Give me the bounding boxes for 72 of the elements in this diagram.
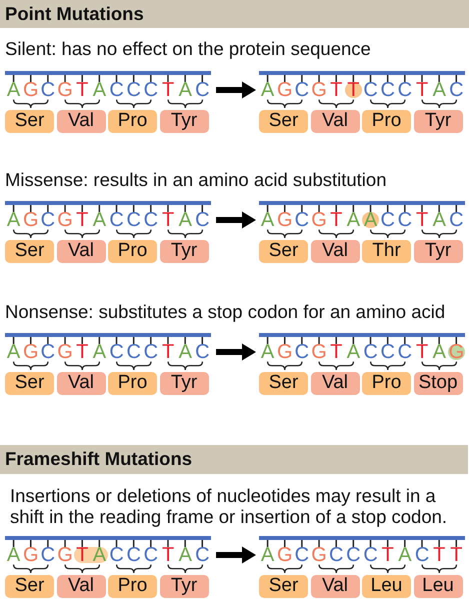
- codon-text: TAC: [414, 212, 465, 228]
- codon-text: CCC: [108, 547, 160, 564]
- amino-acid-box: Pro: [108, 372, 158, 395]
- codon-text: GCC: [310, 547, 362, 564]
- amino-acid-box: Val: [56, 110, 106, 133]
- codon-text: GTA: [56, 212, 108, 228]
- amino-acid-box: Ser: [259, 240, 308, 263]
- codon-text: CCC: [362, 344, 414, 360]
- codon-text: TAC: [160, 212, 211, 228]
- arrow: [216, 82, 256, 98]
- amino-acid-box: Val: [310, 110, 360, 133]
- codon-text: AGC: [6, 344, 56, 360]
- amino-acid-box: Leu: [414, 575, 463, 598]
- codon-text: CCC: [108, 82, 160, 98]
- amino-acid-box: Leu: [362, 575, 412, 598]
- amino-acid-box: Tyr: [160, 110, 209, 133]
- codon-text: AGC: [260, 344, 310, 360]
- codon-text: CCC: [108, 212, 160, 228]
- arrow: [216, 212, 256, 228]
- codon-text: AGC: [6, 547, 56, 564]
- section-header: Frameshift Mutations: [0, 445, 468, 474]
- amino-acid-box: Ser: [259, 110, 308, 133]
- codon-text: AGC: [260, 547, 310, 564]
- amino-acid-box: Tyr: [414, 110, 463, 133]
- amino-acid-box: Ser: [5, 110, 54, 133]
- codon-text: AGC: [260, 212, 310, 228]
- codon-text: GTA: [56, 547, 108, 564]
- amino-acid-box: Val: [310, 372, 360, 395]
- amino-acid-box: Val: [56, 240, 106, 263]
- amino-acid-box: Ser: [5, 372, 54, 395]
- amino-acid-box: Pro: [108, 240, 158, 263]
- amino-acid-box: Tyr: [160, 372, 209, 395]
- arrow: [216, 546, 256, 564]
- description-text: Missense: results in an amino acid substitution: [5, 169, 388, 190]
- codon-text: CCC: [362, 82, 414, 98]
- codon-text: AGC: [6, 212, 56, 228]
- codon-text: CCC: [108, 344, 160, 360]
- description-text: Nonsense: substitutes a stop codon for an amino acid: [5, 301, 446, 322]
- codon-text: GTA: [56, 344, 108, 360]
- amino-acid-box: Tyr: [414, 240, 463, 263]
- amino-acid-box: Ser: [259, 575, 308, 598]
- arrow: [216, 344, 256, 360]
- amino-acid-box: Pro: [362, 372, 412, 395]
- codon-text: TAG: [414, 344, 465, 360]
- codon-text: AGC: [260, 82, 310, 98]
- codon-text: TAC: [160, 547, 211, 564]
- amino-acid-box: Pro: [362, 110, 412, 133]
- codon-text: AGC: [6, 82, 56, 98]
- amino-acid-box: Tyr: [160, 240, 209, 263]
- amino-acid-box: Pro: [108, 110, 158, 133]
- codon-text: GTA: [56, 82, 108, 98]
- codon-text: GTA: [310, 212, 362, 228]
- amino-acid-box: Thr: [362, 240, 412, 263]
- amino-acid-box: Tyr: [160, 575, 209, 598]
- amino-acid-box: Ser: [259, 372, 308, 395]
- amino-acid-box: Ser: [5, 240, 54, 263]
- amino-acid-box: Val: [56, 372, 106, 395]
- amino-acid-box: Val: [310, 240, 360, 263]
- codon-text: TAC: [160, 344, 211, 360]
- amino-acid-box: Pro: [108, 575, 158, 598]
- codon-text: CTA: [362, 547, 413, 564]
- codon-text: TAC: [160, 82, 211, 98]
- description-text: Insertions or deletions of nucleotides may result in a shift in the reading frame or insertion of a stop codon.: [10, 485, 448, 527]
- section-header: Point Mutations: [0, 0, 469, 28]
- description-text: Silent: has no effect on the protein sequence: [5, 38, 372, 59]
- amino-acid-box: Ser: [5, 575, 54, 598]
- amino-acid-box: Val: [310, 575, 360, 598]
- codon-text: TAC: [414, 82, 465, 98]
- amino-acid-box: Val: [56, 575, 106, 598]
- codon-text: ACC: [362, 212, 414, 228]
- amino-acid-box: Stop: [414, 372, 463, 395]
- codon-text: GTA: [310, 344, 362, 360]
